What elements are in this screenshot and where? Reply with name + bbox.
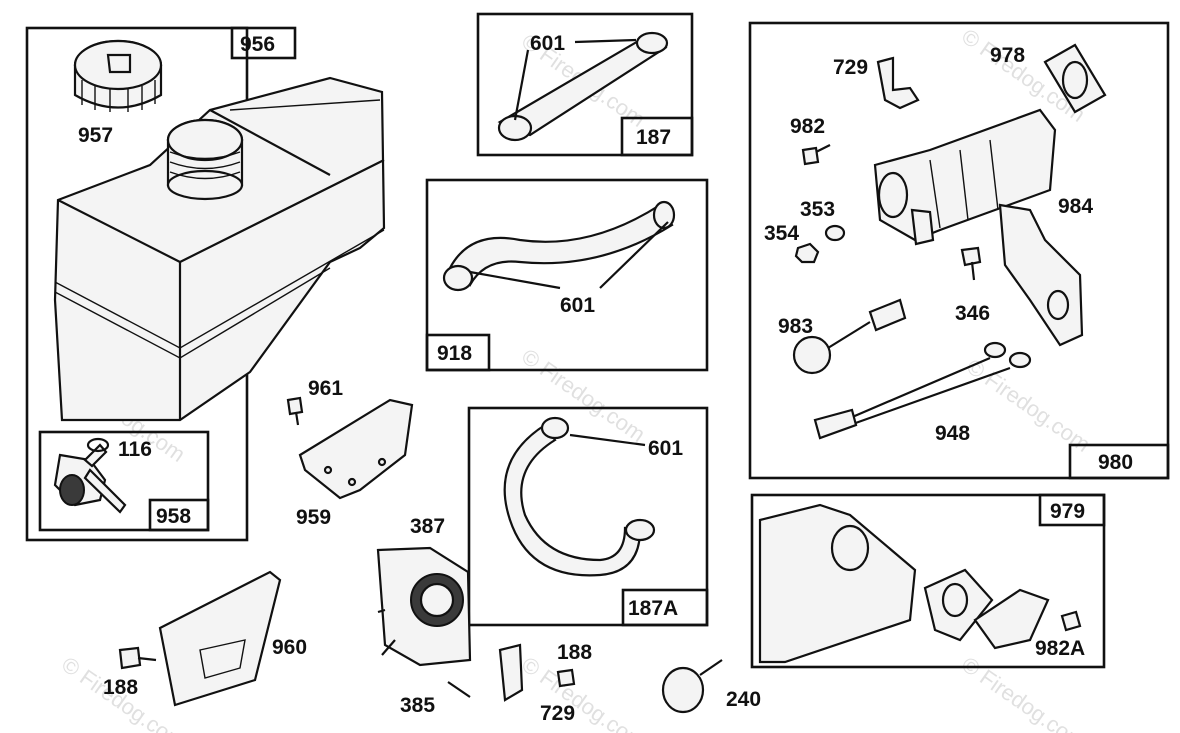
part-label-984: 984 [1058,195,1093,218]
part-label-387: 387 [410,515,445,538]
group-label-956: 956 [240,33,275,56]
group-label-187: 187 [636,126,671,149]
pin-385[interactable] [447,681,471,698]
group-label-980: 980 [1098,451,1133,474]
shield-960[interactable] [158,570,282,707]
group-label-187a: 187A [628,597,678,620]
part-label-601: 601 [648,437,683,460]
part-label-960: 960 [272,636,307,659]
screw-188-left[interactable] [118,646,157,670]
part-label-353: 353 [800,198,835,221]
bracket-984[interactable] [998,203,1084,347]
part-label-354: 354 [764,222,799,245]
part-label-983: 983 [778,315,813,338]
group-187-fuel-line[interactable]: 187 [476,12,694,157]
part-label-188: 188 [103,676,138,699]
wire-948[interactable] [813,341,1032,440]
group-980-control-assembly[interactable]: 980 [748,21,1170,480]
group-label-979: 979 [1050,500,1085,523]
group-979-gasket-kit[interactable]: 979 [750,493,1106,669]
part-label-948: 948 [935,422,970,445]
part-label-385: 385 [400,694,435,717]
screw-346[interactable] [960,246,982,281]
clip-729-top[interactable] [876,56,920,110]
fuel-tank[interactable] [53,76,386,422]
carburetor-body[interactable] [376,546,472,667]
screw-188-bottom[interactable] [556,668,576,688]
part-label-982: 982 [790,115,825,138]
part-label-982a: 982A [1035,637,1085,660]
nut-354[interactable] [794,242,820,264]
part-label-959: 959 [296,506,331,529]
part-label-346: 346 [955,302,990,325]
part-label-961: 961 [308,377,343,400]
primer-240[interactable] [661,659,723,714]
screw-961[interactable] [286,396,304,426]
governor-control[interactable] [873,108,1057,246]
clip-729-bottom[interactable] [498,643,524,702]
gasket-978[interactable] [1043,43,1107,114]
part-label-116: 116 [118,438,152,461]
part-label-729: 729 [833,56,868,79]
part-label-240: 240 [726,688,761,711]
part-label-957: 957 [78,124,113,147]
o-ring[interactable] [86,437,110,453]
fuel-cap[interactable] [73,39,163,112]
screw-982[interactable] [801,144,831,166]
screw-982a[interactable] [1060,610,1082,632]
nut-353[interactable] [824,224,846,242]
watermark: © Firedog.com [957,652,1090,733]
switch-983[interactable] [792,298,907,375]
part-label-601: 601 [560,294,595,317]
part-label-978: 978 [990,44,1025,67]
group-918-fuel-line[interactable]: 918 [425,178,709,372]
watermark: © Firedog.com [962,354,1095,457]
bracket-959[interactable] [298,398,414,500]
part-label-729: 729 [540,702,575,725]
part-label-601: 601 [530,32,565,55]
part-label-188: 188 [557,641,592,664]
group-187a-fuel-line[interactable]: 187A [467,406,709,627]
group-label-918: 918 [437,342,472,365]
group-label-958: 958 [156,505,191,528]
